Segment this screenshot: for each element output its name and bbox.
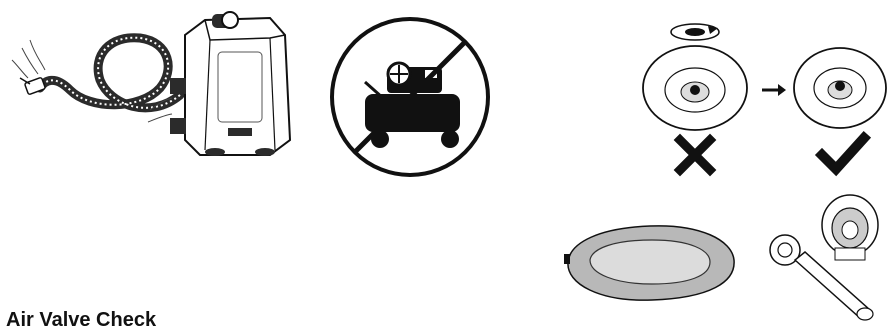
mattress-illustration [560, 212, 740, 308]
pump-illustration [0, 0, 300, 175]
valve-steps-illustration [610, 10, 891, 180]
no-compressor-sign [325, 12, 495, 182]
valve-wrench-illustration [765, 190, 891, 328]
